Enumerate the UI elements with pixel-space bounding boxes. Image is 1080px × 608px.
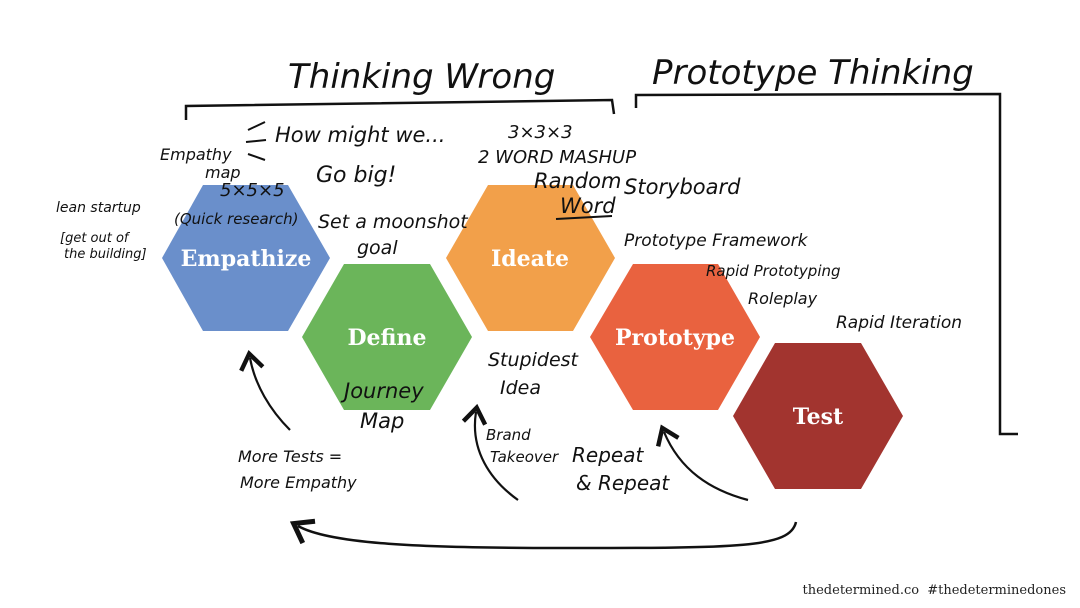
note-idea: Idea [500,377,541,399]
prototype-thinking-title: Prototype Thinking [652,53,974,93]
footer-site[interactable]: thedetermined.co [802,583,920,598]
note-more-empathy: More Empathy [240,473,357,492]
test-label: Test [793,404,844,430]
note-3x3x3: 3×3×3 [508,122,573,143]
define-hexagon: Define [302,264,472,410]
note-goal: goal [357,237,398,259]
note-quick-research: (Quick research) [174,210,298,228]
note-moonshot: Set a moonshot [318,211,469,233]
note-repeat: Repeat [572,443,644,467]
thinking-wrong-bracket [184,98,616,120]
note-empathy: Empathy [160,145,232,164]
note-random: Random [534,169,621,193]
note-2-word-mashup: 2 WORD MASHUP [478,147,636,168]
word-underline [555,215,613,220]
note-word: Word [560,194,616,218]
ideate-hexagon: Ideate [446,185,615,331]
ideate-label: Ideate [491,246,569,272]
arrow-brand-to-ideate [461,403,519,501]
thinking-wrong-title: Thinking Wrong [288,57,555,97]
arrow-more-tests-to-empathize [239,349,291,431]
note-get-out-1: [get out of [60,231,131,246]
note-go-big: Go big! [316,163,396,188]
note-rapid-prototyping: Rapid Prototyping [706,262,841,280]
arrow-loop-back [289,518,798,550]
note-brand: Brand [486,426,531,444]
note-journey-map: Map [360,409,404,433]
note-journey: Journey [340,379,424,403]
prototype-hexagon: Prototype [590,264,760,410]
footer: thedetermined.co #thedeterminedones [799,583,1066,598]
equals-brace-mark [245,121,267,161]
empathize-label: Empathize [181,246,312,272]
empathize-hexagon: Empathize [162,185,330,331]
arrow-test-to-prototype [655,424,749,502]
note-how-might-we: How might we... [275,123,445,147]
note-takeover: Takeover [490,448,559,466]
note-rapid-iteration: Rapid Iteration [836,313,962,333]
note-lean-startup: lean startup [56,200,141,216]
note-map: map [205,163,241,182]
prototype-thinking-bracket [634,92,1018,436]
define-label: Define [347,325,426,351]
note-more-tests: More Tests = [238,447,342,466]
test-hexagon: Test [733,343,903,489]
note-stupidest: Stupidest [488,349,580,371]
note-prototype-framework: Prototype Framework [624,231,809,251]
note-and-repeat: & Repeat [576,471,670,495]
footer-hashtag: #thedeterminedones [927,583,1066,598]
prototype-label: Prototype [615,325,735,351]
note-storyboard: Storyboard [624,175,741,199]
note-roleplay: Roleplay [748,289,818,308]
note-get-out-2: the building] [64,247,147,262]
note-5x5x5: 5×5×5 [220,180,285,201]
